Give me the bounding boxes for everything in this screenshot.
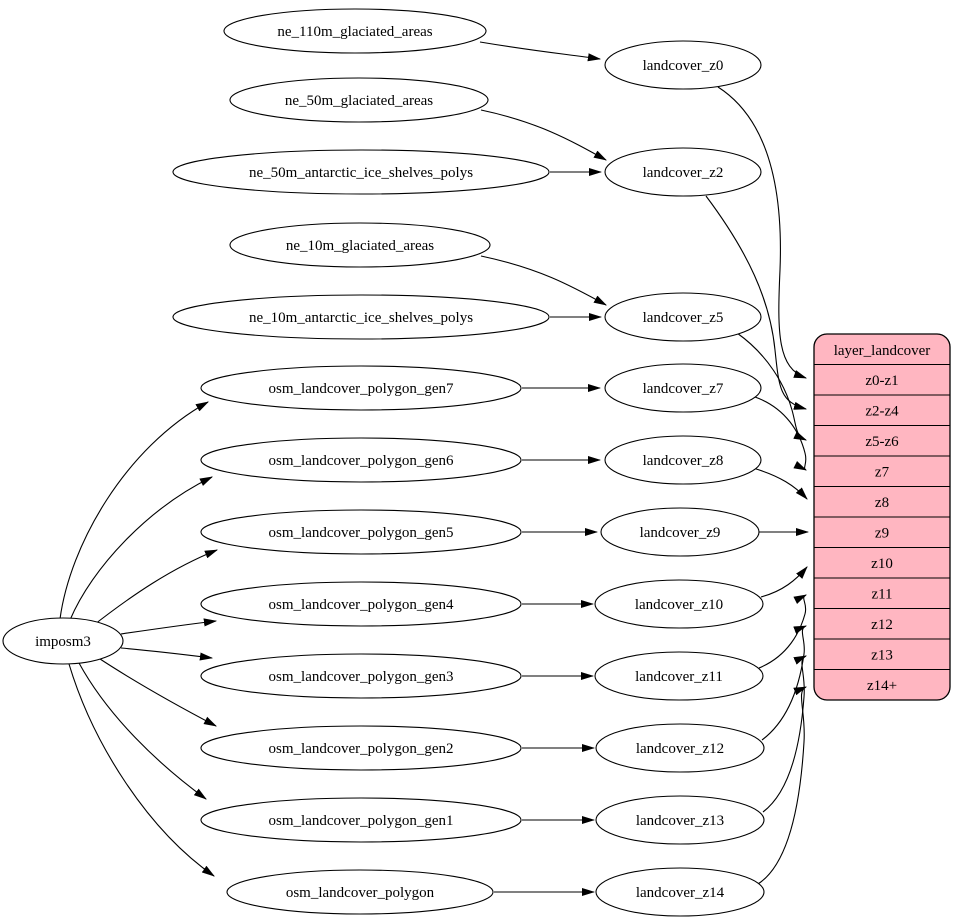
node-ne_10m_glaciated_areas: ne_10m_glaciated_areas (229, 222, 491, 268)
record-row-z13: z13 (871, 648, 893, 664)
edge-imposm3--osm_landcover_polygon_gen3 (120, 647, 214, 661)
node-ne_110m_glaciated_areas: ne_110m_glaciated_areas (223, 8, 487, 54)
node-label: landcover_z7 (643, 381, 724, 397)
node-label: imposm3 (35, 634, 91, 650)
node-label: ne_10m_glaciated_areas (286, 238, 434, 254)
node-label: ne_50m_antarctic_ice_shelves_polys (249, 165, 473, 181)
node-imposm3: imposm3 (2, 617, 124, 665)
node-label: landcover_z13 (636, 813, 724, 829)
node-label: osm_landcover_polygon_gen6 (269, 453, 454, 469)
edge-imposm3--osm_landcover_polygon (68, 663, 215, 877)
node-landcover_z14: landcover_z14 (595, 867, 765, 917)
node-ne_50m_glaciated_areas: ne_50m_glaciated_areas (229, 77, 489, 123)
node-label: osm_landcover_polygon_gen1 (269, 813, 454, 829)
node-landcover_z0: landcover_z0 (604, 40, 762, 90)
node-group: ne_110m_glaciated_areas ne_50m_glaciated… (2, 8, 765, 917)
node-ne_50m_antarctic_ice_shelves_polys: ne_50m_antarctic_ice_shelves_polys (172, 149, 550, 195)
record-row-z10: z10 (871, 556, 893, 572)
record-row-z2-z4: z2-z4 (865, 404, 899, 420)
node-label: ne_110m_glaciated_areas (277, 24, 432, 40)
node-label: landcover_z11 (635, 669, 723, 685)
node-osm_landcover_polygon_gen3: osm_landcover_polygon_gen3 (200, 653, 522, 699)
node-landcover_z7: landcover_z7 (604, 363, 762, 413)
edge-landcover_z12--z12 (761, 625, 808, 741)
edge-imposm3--osm_landcover_polygon_gen1 (78, 662, 207, 800)
edge-imposm3--osm_landcover_polygon_gen7 (59, 401, 209, 620)
edge-ne_10m_glaciated_areas--landcover_z5 (480, 255, 607, 306)
node-osm_landcover_polygon_gen1: osm_landcover_polygon_gen1 (200, 797, 522, 843)
node-label: osm_landcover_polygon (286, 885, 435, 901)
node-osm_landcover_polygon_gen4: osm_landcover_polygon_gen4 (200, 581, 522, 627)
node-layer_landcover: layer_landcover z0-z1 z2-z4 z5-z6 z7 z8 … (813, 333, 951, 701)
node-osm_landcover_polygon: osm_landcover_polygon (226, 869, 494, 915)
edge-landcover_z2--z2-z4 (705, 195, 808, 410)
node-osm_landcover_polygon_gen2: osm_landcover_polygon_gen2 (200, 725, 522, 771)
node-label: osm_landcover_polygon_gen7 (269, 381, 454, 397)
node-label: landcover_z10 (635, 597, 723, 613)
node-label: osm_landcover_polygon_gen2 (269, 741, 454, 757)
node-label: landcover_z8 (643, 453, 724, 469)
edge-landcover_z13--z13 (762, 655, 808, 813)
record-row-z5-z6: z5-z6 (865, 434, 899, 450)
record-row-z14plus: z14+ (867, 678, 897, 694)
edge-imposm3--osm_landcover_polygon_gen2 (96, 656, 217, 727)
edge-landcover_z0--z0-z1 (717, 86, 808, 379)
edge-imposm3--osm_landcover_polygon_gen6 (69, 476, 213, 621)
node-ne_10m_antarctic_ice_shelves_polys: ne_10m_antarctic_ice_shelves_polys (172, 294, 550, 340)
record-row-z8: z8 (875, 495, 889, 511)
edge-landcover_z8--z8 (752, 467, 808, 500)
node-landcover_z12: landcover_z12 (595, 723, 765, 773)
edge-imposm3--osm_landcover_polygon_gen5 (89, 549, 219, 629)
node-label: osm_landcover_polygon_gen3 (269, 669, 454, 685)
node-landcover_z11: landcover_z11 (594, 651, 764, 701)
node-label: landcover_z14 (636, 885, 725, 901)
node-osm_landcover_polygon_gen5: osm_landcover_polygon_gen5 (200, 509, 522, 555)
edge-landcover_z10--z10 (760, 566, 808, 598)
edge-landcover_z7--z7 (754, 396, 807, 471)
record-row-z9: z9 (875, 526, 889, 542)
record-title: layer_landcover (834, 343, 931, 359)
node-label: osm_landcover_polygon_gen4 (269, 597, 454, 613)
edge-imposm3--osm_landcover_polygon_gen4 (120, 618, 218, 635)
node-landcover_z8: landcover_z8 (604, 435, 762, 485)
node-osm_landcover_polygon_gen7: osm_landcover_polygon_gen7 (200, 365, 522, 411)
node-label: osm_landcover_polygon_gen5 (269, 525, 454, 541)
node-label: landcover_z0 (643, 58, 724, 74)
edge-ne_110m_glaciated_areas--landcover_z0 (479, 41, 602, 62)
edge-landcover_z14--z14plus (757, 686, 808, 885)
node-landcover_z10: landcover_z10 (594, 579, 764, 629)
record-row-z12: z12 (871, 617, 893, 633)
node-landcover_z9: landcover_z9 (600, 507, 760, 557)
node-landcover_z5: landcover_z5 (604, 292, 762, 342)
edge-ne_50m_glaciated_areas--landcover_z2 (480, 109, 607, 161)
node-landcover_z13: landcover_z13 (595, 795, 765, 845)
record-row-z11: z11 (871, 587, 892, 603)
node-label: ne_10m_antarctic_ice_shelves_polys (249, 310, 473, 326)
node-osm_landcover_polygon_gen6: osm_landcover_polygon_gen6 (200, 437, 522, 483)
edge-group (59, 41, 810, 897)
node-landcover_z2: landcover_z2 (604, 147, 762, 197)
record-row-z7: z7 (875, 465, 890, 481)
node-label: landcover_z9 (640, 525, 721, 541)
node-label: landcover_z2 (643, 165, 724, 181)
node-label: landcover_z5 (643, 310, 724, 326)
record-row-z0-z1: z0-z1 (865, 373, 898, 389)
node-label: landcover_z12 (636, 741, 724, 757)
node-label: ne_50m_glaciated_areas (285, 93, 433, 109)
edge-landcover_z5--z5-z6 (736, 332, 808, 441)
edge-landcover_z11--z11 (758, 594, 807, 669)
